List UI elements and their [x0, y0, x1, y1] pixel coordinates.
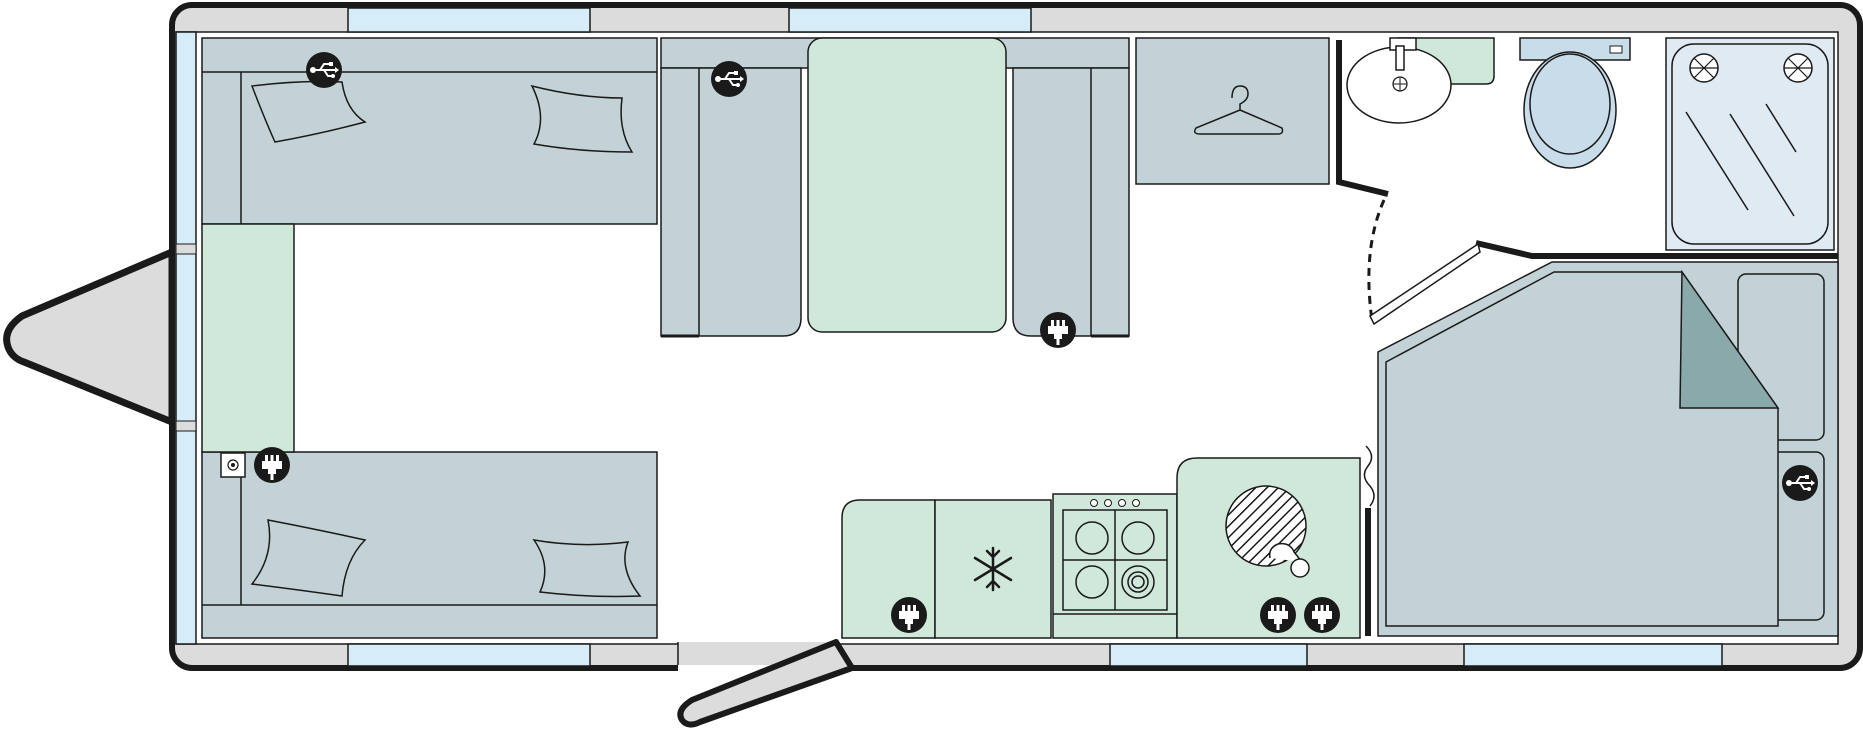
wardrobe — [1135, 37, 1330, 185]
front-sofa-bottom — [201, 451, 658, 639]
window-bottom-left — [347, 643, 591, 667]
snowflake-icon — [973, 546, 1013, 592]
shower-drain-icon — [1689, 53, 1719, 83]
window-bottom-right — [1463, 643, 1723, 667]
usb-icon — [306, 52, 342, 88]
tv-aerial-point-icon — [220, 452, 246, 478]
window-top-left — [347, 7, 591, 33]
usb-icon — [711, 61, 747, 97]
washroom-door-swing — [1367, 199, 1386, 321]
sink-icon — [1225, 485, 1310, 578]
hob-control-knobs — [1090, 499, 1140, 507]
window-bottom-centre — [1109, 643, 1308, 667]
bed-duvet-fold — [1679, 269, 1780, 409]
entrance-door[interactable] — [677, 639, 855, 728]
hob-burners — [1063, 510, 1167, 610]
cushion — [532, 538, 642, 598]
plug-socket-icon — [254, 447, 290, 483]
washroom-walls — [1336, 40, 1838, 326]
plug-socket-icon — [1040, 312, 1076, 348]
front-chest — [201, 223, 295, 453]
dinette-seat-right — [1012, 67, 1130, 337]
plug-socket-icon — [1260, 597, 1296, 633]
washbasin — [1346, 37, 1495, 124]
a-frame-hitch — [3, 248, 176, 426]
plug-socket-icon — [1304, 597, 1340, 633]
dinette-seat-left — [660, 67, 802, 337]
washroom-door — [1369, 242, 1481, 326]
kitchen-divider — [1363, 445, 1375, 636]
shower-tray — [1665, 37, 1835, 251]
dinette-table — [807, 37, 1007, 333]
window-top-centre — [788, 7, 1032, 33]
shower-drain-icon — [1783, 53, 1813, 83]
dinette — [660, 37, 1130, 338]
plug-socket-icon — [891, 597, 927, 633]
usb-icon — [1782, 465, 1818, 501]
kitchen — [841, 457, 1361, 639]
cushion — [530, 84, 634, 153]
cushion — [250, 519, 367, 597]
toilet — [1519, 37, 1631, 169]
front-sofa-top — [201, 37, 658, 225]
windows — [347, 7, 1723, 667]
hanger-icon — [1193, 85, 1284, 135]
rear-bedroom — [1377, 261, 1839, 637]
